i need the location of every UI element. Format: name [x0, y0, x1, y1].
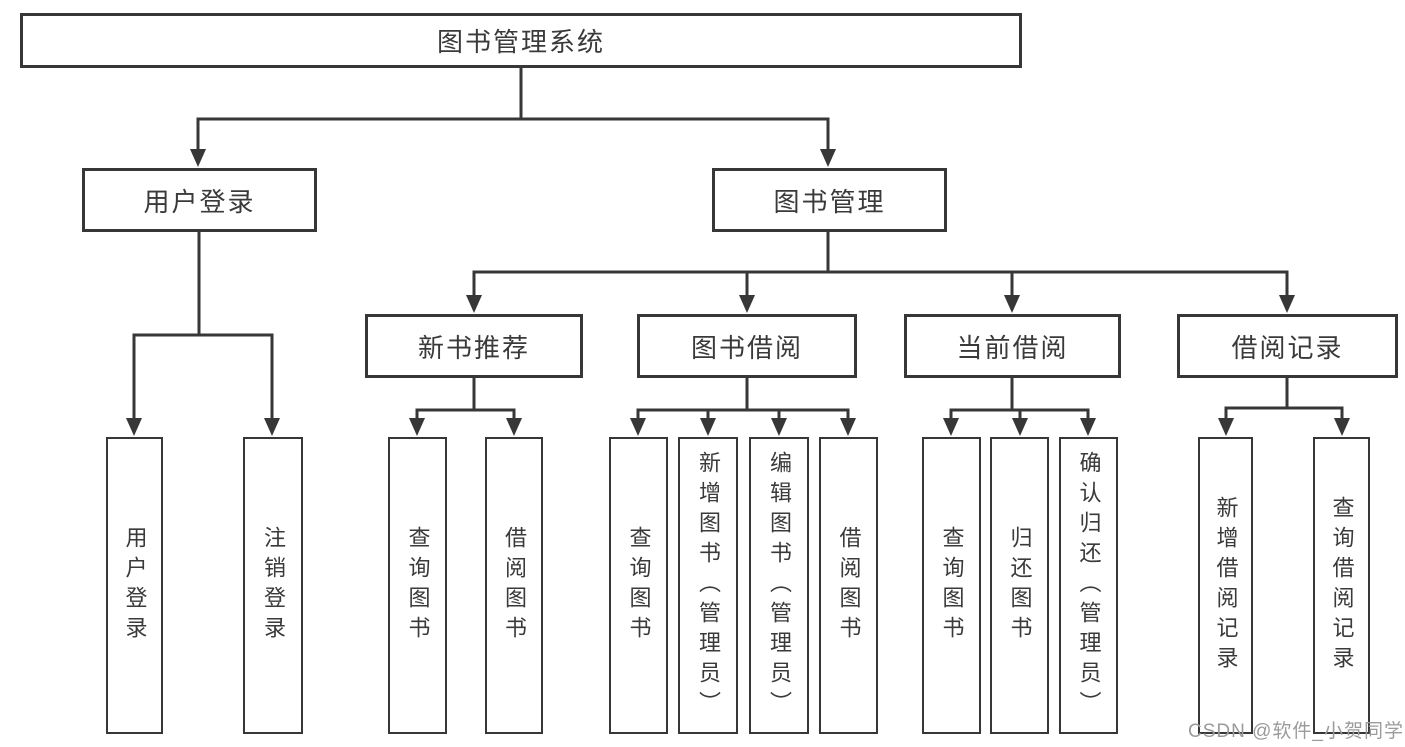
leaf-logout: 注销登录 — [243, 437, 303, 734]
leaf-query-books-borrowing: 查询图书 — [609, 437, 668, 734]
node-root-library-management-system: 图书管理系统 — [20, 13, 1022, 68]
connector-book-borrowing-to-leaves — [630, 376, 856, 436]
leaf-edit-books-admin: 编辑图书（管理员） — [749, 437, 809, 734]
node-user-login: 用户登录 — [82, 168, 317, 232]
leaf-confirm-return-admin: 确认归还（管理员） — [1059, 437, 1118, 734]
leaf-query-borrow-record: 查询借阅记录 — [1313, 437, 1370, 734]
node-new-book-recommend: 新书推荐 — [365, 314, 583, 378]
connector-current-borrowing-to-leaves — [943, 376, 1096, 436]
node-borrowing-records: 借阅记录 — [1177, 314, 1398, 378]
connector-root-to-level1 — [190, 66, 836, 167]
connector-user-login-to-leaves — [126, 230, 280, 436]
leaf-borrow-books-borrowing: 借阅图书 — [819, 437, 878, 734]
csdn-watermark: CSDN @软件_小贺同学 — [1188, 721, 1404, 742]
leaf-query-books-current: 查询图书 — [922, 437, 981, 734]
node-book-management: 图书管理 — [712, 168, 947, 232]
node-current-borrowing: 当前借阅 — [904, 314, 1121, 378]
connector-borrowing-records-to-leaves — [1218, 376, 1350, 436]
leaf-borrow-books-recommend: 借阅图书 — [485, 437, 543, 734]
connector-new-book-to-leaves — [409, 376, 522, 436]
connector-book-management-to-level2 — [466, 230, 1295, 313]
leaf-add-borrow-record: 新增借阅记录 — [1198, 437, 1253, 734]
leaf-user-login: 用户登录 — [106, 437, 163, 734]
node-book-borrowing: 图书借阅 — [637, 314, 857, 378]
leaf-return-books: 归还图书 — [990, 437, 1049, 734]
leaf-add-books-admin: 新增图书（管理员） — [678, 437, 738, 734]
leaf-query-books-recommend: 查询图书 — [388, 437, 447, 734]
